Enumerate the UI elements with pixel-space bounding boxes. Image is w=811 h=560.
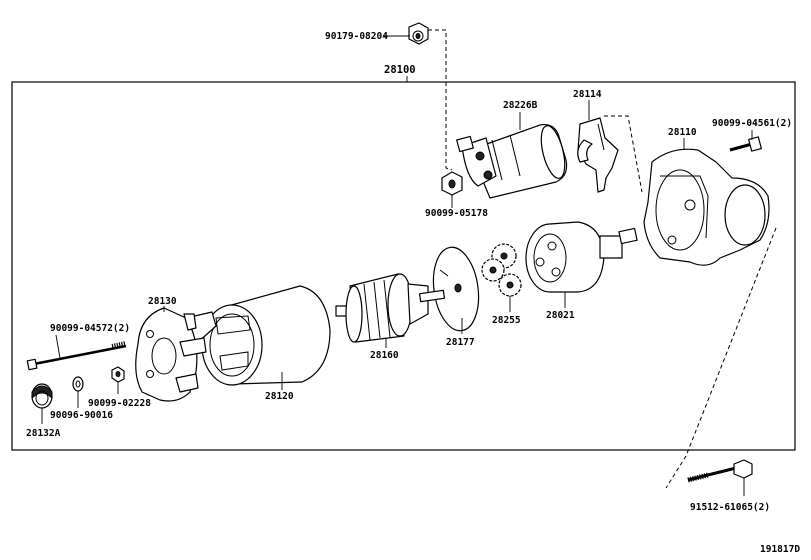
label-28226B[interactable]: 28226B [503, 100, 538, 111]
label-90099-04561[interactable]: 90099-04561(2) [712, 118, 792, 129]
label-90099-02228[interactable]: 90099-02228 [88, 398, 151, 409]
label-28255[interactable]: 28255 [492, 315, 521, 326]
lever-28114 [577, 117, 619, 193]
gears-28255 [481, 243, 522, 297]
label-28130[interactable]: 28130 [148, 296, 177, 307]
label-28120[interactable]: 28120 [265, 391, 294, 402]
label-28021[interactable]: 28021 [546, 310, 575, 321]
plate-28177 [432, 246, 480, 332]
label-28110[interactable]: 28110 [668, 127, 697, 138]
label-90096-90016[interactable]: 90096-90016 [50, 410, 113, 421]
label-28177[interactable]: 28177 [446, 337, 475, 348]
nut-90099-05178 [441, 171, 463, 196]
nut-90099-02228 [111, 366, 125, 383]
washer-90096-90016 [72, 376, 84, 392]
diagram-code: 191817D [760, 544, 800, 555]
label-28114[interactable]: 28114 [573, 89, 602, 100]
yoke-28120 [185, 285, 331, 386]
solenoid-28226B [456, 123, 568, 199]
armature-28160 [335, 273, 446, 343]
label-90099-04572[interactable]: 90099-04572(2) [50, 323, 130, 334]
label-28160[interactable]: 28160 [370, 350, 399, 361]
label-90179-08204[interactable]: 90179-08204 [325, 31, 388, 42]
label-91512-61065[interactable]: 91512-61065(2) [690, 502, 770, 513]
cap-28132A [31, 383, 53, 409]
end-frame-28130 [135, 307, 207, 402]
bolt-90099-04561 [729, 136, 762, 152]
label-28100[interactable]: 28100 [384, 64, 416, 76]
assembly-frame [11, 81, 796, 451]
nut-90179-08204 [408, 22, 429, 45]
housing-28110 [643, 148, 770, 266]
label-28132A[interactable]: 28132A [26, 428, 61, 439]
through-bolt-90099-04572 [26, 341, 127, 371]
label-90099-05178[interactable]: 90099-05178 [425, 208, 488, 219]
bolt-91512-61065 [687, 459, 753, 483]
clutch-28021 [525, 221, 638, 293]
